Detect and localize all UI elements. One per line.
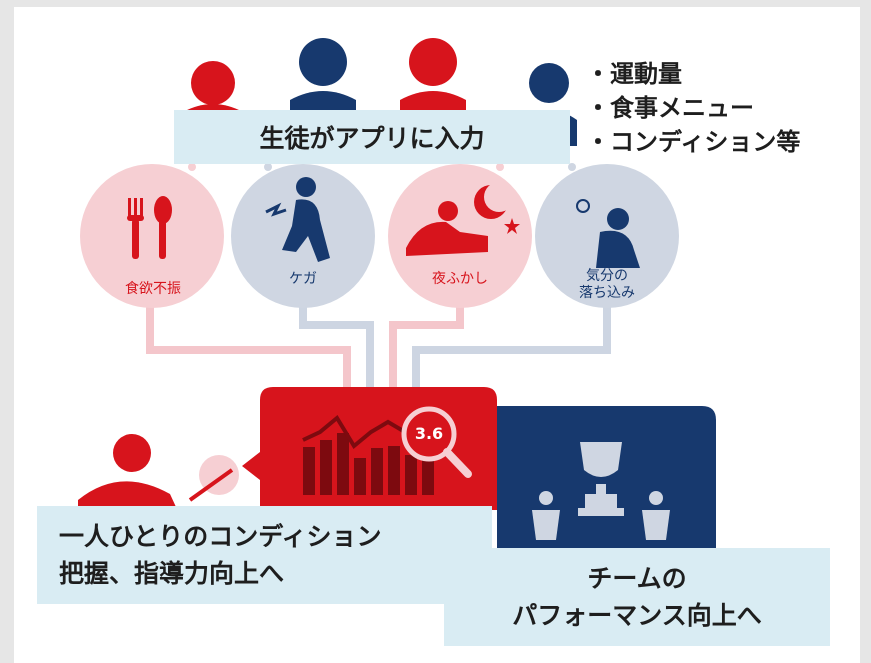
input-label: 生徒がアプリに入力 bbox=[174, 110, 570, 164]
connector-injury bbox=[299, 300, 374, 390]
magnifier-icon bbox=[401, 406, 472, 478]
team-outcome-label: チームの パフォーマンス向上へ bbox=[444, 548, 830, 646]
team-outcome-line-2: パフォーマンス向上へ bbox=[512, 601, 762, 630]
condition-label-mood: 気分の 落ち込み bbox=[579, 268, 635, 301]
connector-lines bbox=[146, 285, 611, 390]
connector-appetite bbox=[146, 285, 351, 390]
connector-mood bbox=[412, 300, 611, 390]
connector-night bbox=[389, 300, 464, 390]
coach-outcome-line-1: 一人ひとりのコンディション bbox=[59, 522, 382, 551]
condition-label-night: 夜ふかし bbox=[432, 271, 488, 287]
input-item-meal: 食事メニュー bbox=[586, 91, 800, 125]
bubble-appetite bbox=[80, 164, 224, 308]
injury-icon bbox=[265, 177, 330, 262]
magnifier-value: 3.6 bbox=[414, 424, 444, 443]
depressed-icon bbox=[576, 199, 640, 268]
team-panel bbox=[497, 406, 716, 548]
bubble-tails bbox=[171, 163, 591, 190]
analysis-panel bbox=[242, 387, 497, 510]
student-3-icon bbox=[400, 38, 466, 112]
condition-label-injury: ケガ bbox=[289, 271, 317, 287]
input-items-list: 運動量 食事メニュー コンディション等 bbox=[586, 57, 800, 159]
condition-label-appetite: 食欲不振 bbox=[125, 281, 181, 297]
student-2-icon bbox=[290, 38, 356, 112]
input-item-condition: コンディション等 bbox=[586, 125, 800, 159]
coach-outcome-line-2: 把握、指導力向上へ bbox=[59, 559, 285, 588]
trophy-icon bbox=[578, 442, 624, 516]
input-item-exercise: 運動量 bbox=[586, 57, 800, 91]
celebrating-players-icon bbox=[532, 491, 670, 540]
coach-outcome-label: 一人ひとりのコンディション 把握、指導力向上へ bbox=[37, 506, 492, 604]
moon-night-icon bbox=[406, 182, 520, 256]
fork-spoon-icon bbox=[127, 196, 172, 259]
team-outcome-line-1: チームの bbox=[587, 564, 687, 593]
